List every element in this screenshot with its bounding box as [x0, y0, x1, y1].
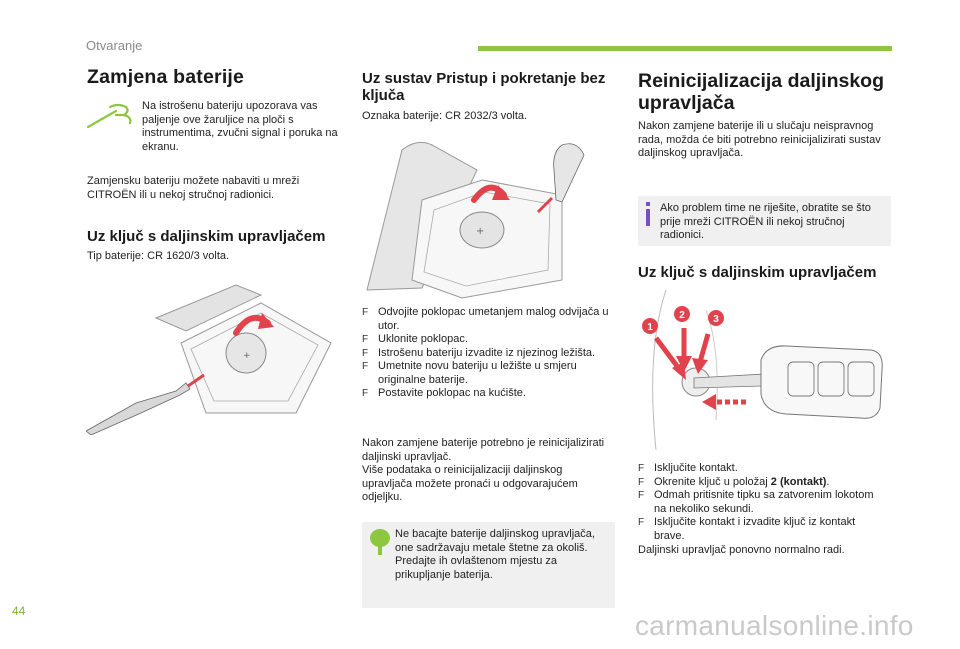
- reinit-required-text: Nakon zamjene baterije potrebno je reini…: [362, 437, 612, 505]
- battery-source-text: Zamjensku bateriju možete nabaviti u mre…: [87, 175, 300, 201]
- info-text: Ako problem time ne riješite, obratite s…: [660, 202, 871, 241]
- list-item: Umetnite novu bateriju u ležište u smjer…: [362, 360, 612, 387]
- header-accent-rule: [478, 46, 892, 51]
- list-item: Isključite kontakt i izvadite ključ iz k…: [638, 516, 888, 543]
- title-battery-replacement: Zamjena baterije: [87, 66, 245, 88]
- list-item: Okrenite ključ u položaj 2 (kontakt).: [638, 476, 888, 490]
- eco-note-box: Ne bacajte baterije daljinskog upravljač…: [362, 522, 615, 608]
- keyless-battery-steps: Odvojite poklopac umetanjem malog odvija…: [362, 306, 612, 401]
- title-remote-reinit: Reinicijalizacija daljinskog upravljača: [638, 70, 885, 114]
- section-label: Otvaranje: [86, 38, 143, 53]
- eco-note-text: Ne bacajte baterije daljinskog upravljač…: [395, 528, 607, 582]
- battery-warning-lamp-icon: [86, 103, 132, 129]
- keyless-key-battery-illustration: +: [366, 141, 585, 299]
- page-number: 44: [12, 604, 26, 618]
- svg-text:+: +: [476, 226, 484, 237]
- callout-2: 2: [679, 310, 685, 321]
- reinit-final-text: Daljinski upravljač ponovno normalno rad…: [638, 544, 845, 556]
- list-item: Postavite poklopac na kućište.: [362, 387, 612, 401]
- info-box: Ako problem time ne riješite, obratite s…: [638, 196, 891, 246]
- watermark: carmanualsonline.info: [635, 610, 914, 641]
- reinit-intro-text: Nakon zamjene baterije ili u slučaju nei…: [638, 120, 881, 159]
- callout-3: 3: [713, 314, 719, 325]
- eco-note-line-1: Ne bacajte baterije daljinskog upravljač…: [395, 528, 595, 554]
- more-info-line: Više podataka o reinicijalizaciji daljin…: [362, 464, 578, 503]
- list-item: Isključite kontakt.: [638, 462, 888, 476]
- eco-note-line-2: Predajte ih ovlaštenom mjestu za prikupl…: [395, 555, 558, 581]
- list-item: Odvojite poklopac umetanjem malog odvija…: [362, 306, 612, 333]
- battery-type-remote: Tip baterije: CR 1620/3 volta.: [87, 250, 230, 262]
- reinit-steps: Isključite kontakt. Okrenite ključ u pol…: [638, 462, 888, 543]
- list-item: Istrošenu bateriju izvadite iz njezinog …: [362, 347, 612, 361]
- ignition-key-illustration: 1 2 3: [642, 290, 883, 450]
- list-item: Uklonite poklopac.: [362, 333, 612, 347]
- title-keyless-system: Uz sustav Pristup i pokretanje bez ključ…: [362, 70, 606, 104]
- list-item: Odmah pritisnite tipku sa zatvorenim lok…: [638, 489, 888, 516]
- battery-warning-text: Na istrošenu bateriju upozorava vas palj…: [142, 100, 338, 153]
- tree-icon: [370, 529, 390, 555]
- svg-text:+: +: [243, 351, 251, 361]
- callout-1: 1: [647, 322, 653, 333]
- subtitle-remote-key: Uz ključ s daljinskim upravljačem: [87, 228, 326, 245]
- remote-key-battery-illustration: +: [86, 284, 332, 435]
- battery-type-keyless: Oznaka baterije: CR 2032/3 volta.: [362, 110, 528, 122]
- subtitle-remote-key-reinit: Uz ključ s daljinskim upravljačem: [638, 264, 877, 281]
- info-icon: [646, 202, 650, 226]
- reinit-required-line: Nakon zamjene baterije potrebno je reini…: [362, 437, 605, 463]
